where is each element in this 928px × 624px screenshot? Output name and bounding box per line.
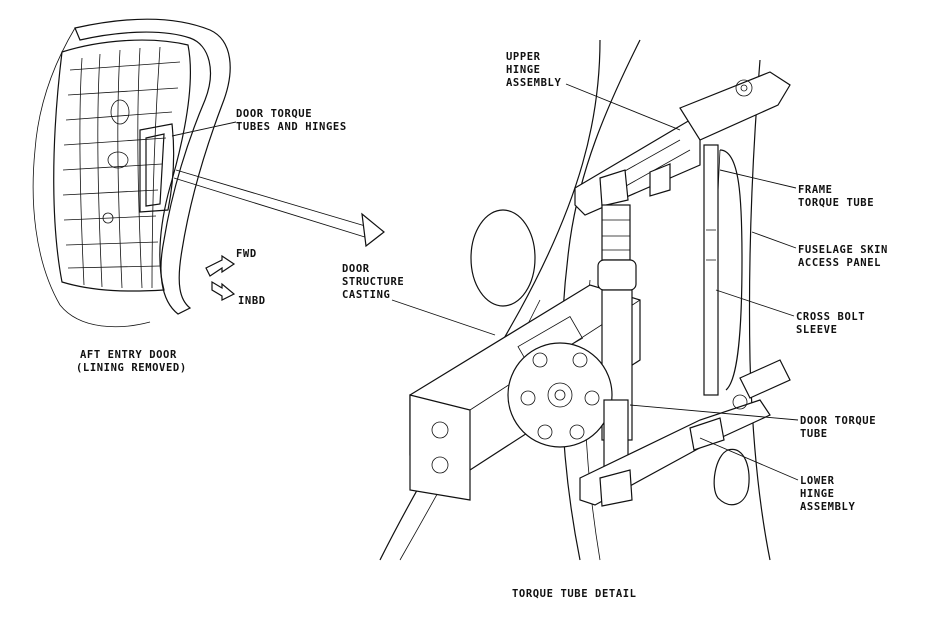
svg-text:ASSEMBLY: ASSEMBLY <box>800 501 855 513</box>
label-cross-bolt-sleeve: CROSS BOLT SLEEVE <box>715 289 865 336</box>
label-door-structure-casting: DOOR STRUCTURE CASTING <box>342 263 496 336</box>
svg-text:AFT ENTRY DOOR: AFT ENTRY DOOR <box>80 349 177 361</box>
direction-arrows <box>205 254 236 301</box>
fwd-arrow-icon <box>205 254 236 277</box>
svg-text:UPPER: UPPER <box>506 51 541 63</box>
label-torque-tube-detail: TORQUE TUBE DETAIL <box>512 588 637 600</box>
svg-text:(LINING REMOVED): (LINING REMOVED) <box>76 362 187 374</box>
label-upper-hinge-assembly: UPPER HINGE ASSEMBLY <box>506 51 681 131</box>
svg-text:STRUCTURE: STRUCTURE <box>342 276 404 288</box>
svg-text:DOOR TORQUE: DOOR TORQUE <box>236 108 312 120</box>
svg-text:TUBES AND HINGES: TUBES AND HINGES <box>236 121 347 133</box>
svg-text:HINGE: HINGE <box>800 488 835 500</box>
svg-text:ASSEMBLY: ASSEMBLY <box>506 77 561 89</box>
label-lower-hinge-assembly: LOWER HINGE ASSEMBLY <box>699 437 855 513</box>
svg-text:CASTING: CASTING <box>342 289 390 301</box>
inbd-arrow-icon <box>211 280 236 301</box>
svg-text:TORQUE TUBE DETAIL: TORQUE TUBE DETAIL <box>512 588 637 600</box>
label-inbd: INBD <box>238 295 266 307</box>
torque-tube-detail-drawing <box>379 39 791 561</box>
svg-text:TUBE: TUBE <box>800 428 828 440</box>
svg-text:INBD: INBD <box>238 295 266 307</box>
svg-text:ACCESS PANEL: ACCESS PANEL <box>798 257 881 269</box>
svg-text:CROSS BOLT: CROSS BOLT <box>796 311 865 323</box>
svg-text:TORQUE TUBE: TORQUE TUBE <box>798 197 874 209</box>
label-fuselage-skin-access-panel: FUSELAGE SKIN ACCESS PANEL <box>751 231 888 269</box>
label-door-torque-tube: DOOR TORQUE TUBE <box>629 404 876 440</box>
svg-text:SLEEVE: SLEEVE <box>796 324 838 336</box>
label-door-torque-tubes-hinges: DOOR TORQUE TUBES AND HINGES <box>171 108 347 137</box>
label-frame-torque-tube: FRAME TORQUE TUBE <box>719 169 874 209</box>
svg-text:HINGE: HINGE <box>506 64 541 76</box>
svg-text:FWD: FWD <box>236 248 257 260</box>
svg-text:FUSELAGE SKIN: FUSELAGE SKIN <box>798 244 888 256</box>
svg-text:DOOR: DOOR <box>342 263 370 275</box>
label-aft-entry-door: AFT ENTRY DOOR (LINING REMOVED) <box>76 349 187 374</box>
label-fwd: FWD <box>236 248 257 260</box>
svg-text:FRAME: FRAME <box>798 184 833 196</box>
svg-text:LOWER: LOWER <box>800 475 835 487</box>
aft-entry-door-drawing <box>32 18 385 328</box>
svg-text:DOOR TORQUE: DOOR TORQUE <box>800 415 876 427</box>
